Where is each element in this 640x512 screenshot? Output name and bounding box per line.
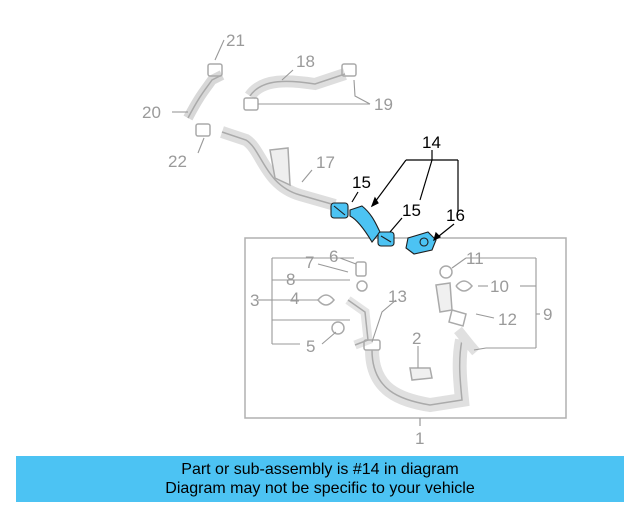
callout-10: 10	[490, 277, 509, 296]
hose-14	[349, 205, 381, 243]
callout-8: 8	[286, 270, 295, 289]
clamp-21	[207, 63, 223, 77]
leader-lines-black	[351, 150, 459, 242]
callout-4: 4	[290, 289, 299, 308]
clip-4	[317, 294, 335, 306]
callout-15-left: 15	[352, 173, 371, 192]
oring-7	[356, 280, 368, 292]
callout-22: 22	[168, 152, 187, 171]
info-banner: Part or sub-assembly is #14 in diagram D…	[16, 456, 624, 502]
lower-parts	[317, 261, 480, 413]
clamp-13	[363, 339, 381, 351]
callout-20: 20	[142, 103, 161, 122]
callout-3: 3	[250, 291, 259, 310]
callout-14: 14	[422, 133, 441, 152]
parts-diagram: 21 20 22 18 19 17 6 7 8 3 4 5 13 2 11 10…	[142, 31, 567, 448]
callout-18: 18	[296, 52, 315, 71]
callout-9: 9	[543, 305, 552, 324]
clamp-22	[195, 123, 211, 137]
banner-line-2: Diagram may not be specific to your vehi…	[165, 480, 475, 497]
callout-16: 16	[446, 206, 465, 225]
banner-line-1: Part or sub-assembly is #14 in diagram	[181, 461, 459, 478]
callout-1: 1	[415, 429, 424, 448]
hose-20	[183, 70, 225, 121]
callout-17: 17	[316, 153, 335, 172]
upper-hoses	[183, 63, 357, 211]
callout-11: 11	[466, 249, 484, 268]
fitting-2	[409, 367, 433, 381]
plug-6	[355, 261, 367, 277]
callout-13: 13	[388, 287, 407, 306]
leader-lines-grey	[172, 39, 540, 368]
callout-2: 2	[412, 329, 421, 348]
bracket-17	[269, 147, 291, 187]
oring-5	[331, 321, 345, 335]
clip-10	[455, 280, 473, 292]
clamp-19a	[341, 63, 357, 77]
callout-15-right: 15	[402, 201, 421, 220]
clamp-12	[448, 309, 467, 327]
callout-12: 12	[498, 310, 517, 329]
callout-6: 6	[329, 247, 338, 266]
callout-5: 5	[306, 337, 315, 356]
callout-7: 7	[305, 253, 314, 272]
highlighted-parts-14	[330, 202, 437, 255]
callout-19: 19	[374, 95, 393, 114]
clamp-19b	[243, 97, 259, 111]
oring-11	[439, 265, 453, 279]
callout-21: 21	[226, 31, 245, 50]
fitting-11	[435, 282, 453, 313]
assembly-box	[244, 237, 567, 419]
